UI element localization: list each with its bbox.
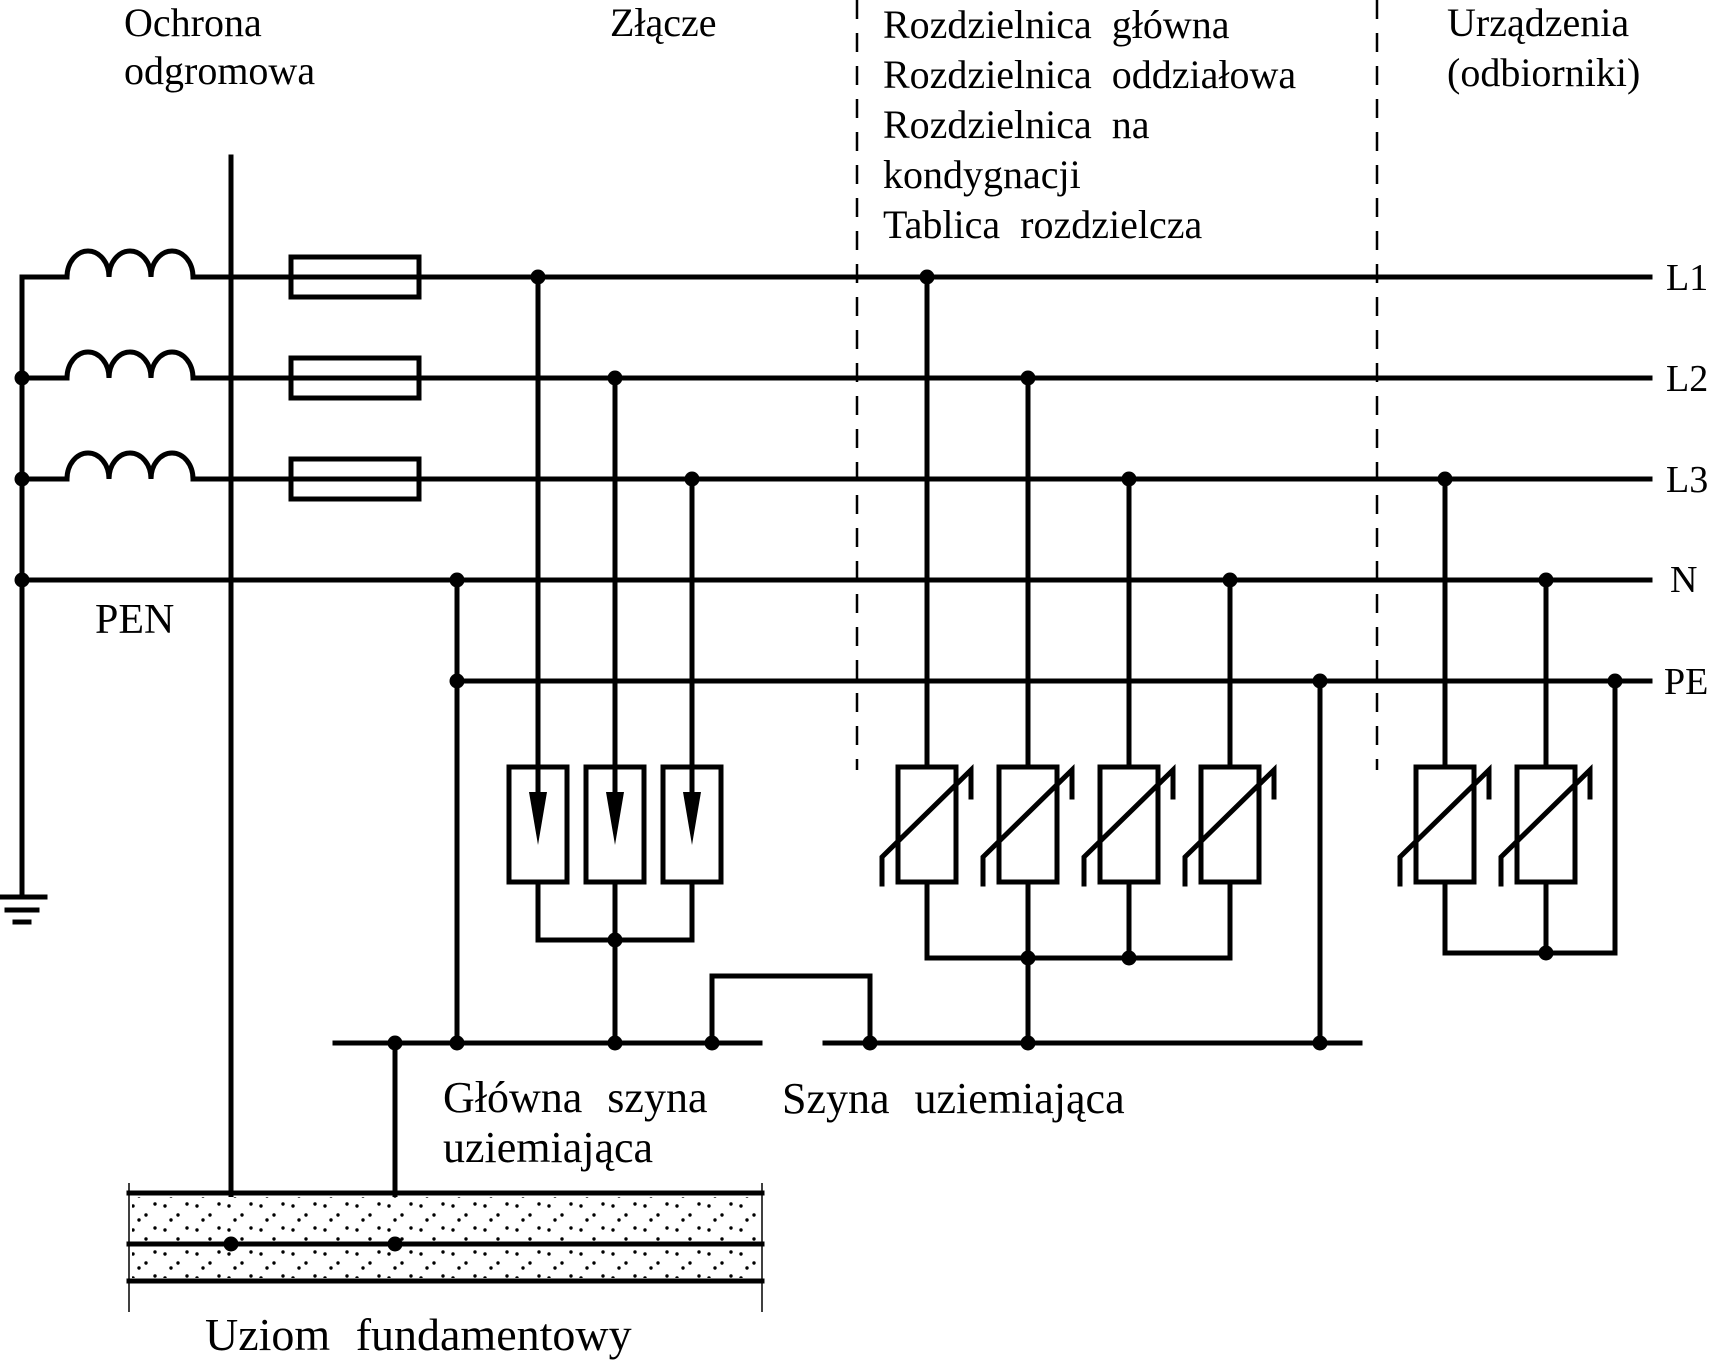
busbar-bridge-link — [709, 973, 873, 1046]
varistor-arrester-nb-icon — [1501, 767, 1590, 884]
junction-dot — [1121, 471, 1137, 487]
varistor-arrester-n-icon — [1185, 767, 1274, 884]
spd-group-devices — [1317, 476, 1618, 1046]
spd3-earth-wires — [1442, 678, 1618, 956]
label-main-earthing-bus-line2: uziemiająca — [443, 1123, 653, 1172]
label-l2: L2 — [1666, 358, 1708, 400]
bus-wires — [19, 274, 1653, 684]
label-pen: PEN — [95, 597, 174, 643]
heading-distribution-line5: Tablica rozdzielcza — [883, 202, 1202, 247]
junction-dot — [862, 1035, 878, 1051]
label-earthing-bus: Szyna uziemiająca — [782, 1074, 1125, 1123]
spark-gap-arrester-l1-icon — [509, 767, 567, 882]
junction-dot — [1312, 673, 1328, 689]
junction-dot — [1020, 370, 1036, 386]
spd-group-entrance — [509, 274, 721, 1046]
junction-dot — [14, 370, 30, 386]
junction-dot — [530, 269, 546, 285]
heading-distribution-line3: Rozdzielnica na — [883, 102, 1150, 147]
label-l3: L3 — [1666, 459, 1708, 501]
junction-dot — [1607, 673, 1623, 689]
junction-dot — [1538, 572, 1554, 588]
zone-separators — [855, 0, 1379, 770]
heading-lightning-line1: Ochrona — [124, 0, 262, 45]
earth-ground-icon — [0, 897, 45, 922]
junction-dot — [14, 471, 30, 487]
spd3-tap-wires — [1442, 476, 1549, 770]
junction-dot — [919, 269, 935, 285]
heading-distribution-line2: Rozdzielnica oddziałowa — [883, 52, 1296, 97]
junction-dot — [1312, 1035, 1328, 1051]
junction-dot — [223, 1236, 239, 1252]
label-pe: PE — [1664, 661, 1708, 703]
spd2-earth-wires — [924, 879, 1233, 1046]
inductor-l3-icon — [67, 453, 193, 479]
label-n: N — [1670, 559, 1697, 601]
spd1-earth-wires — [535, 879, 695, 1046]
junction-dot — [1020, 950, 1036, 966]
inductor-l1-icon — [67, 251, 193, 277]
junction-dot — [1538, 945, 1554, 961]
junction-dot — [607, 932, 623, 948]
heading-devices-line2: (odbiorniki) — [1447, 50, 1640, 95]
heading-lightning-line2: odgromowa — [124, 48, 315, 93]
inductor-l2-icon — [67, 352, 193, 378]
heading-distribution-line1: Rozdzielnica główna — [883, 2, 1230, 47]
varistor-arrester-l3-icon — [1084, 767, 1173, 884]
spark-gap-arrester-l3-icon — [663, 767, 721, 882]
junction-dot — [704, 1035, 720, 1051]
junction-dot — [1020, 1035, 1036, 1051]
heading-devices-line1: Urządzenia — [1447, 0, 1629, 45]
zone-headings: Ochrona odgromowa Złącze Rozdzielnica gł… — [124, 0, 1640, 247]
label-foundation-electrode: Uziom fundamentowy — [205, 1309, 632, 1360]
spd2-tap-wires — [924, 274, 1233, 770]
junction-dot — [14, 572, 30, 588]
foundation-hatch-upper — [132, 1197, 759, 1241]
junction-dot — [1121, 950, 1137, 966]
foundation-hatch-lower — [132, 1248, 759, 1278]
spd-group-distribution — [882, 274, 1274, 1046]
heading-distribution-line4: kondygnacji — [883, 152, 1081, 197]
conductor-labels: L1 L2 L3 N PE PEN — [95, 257, 1708, 703]
label-main-earthing-bus-line1: Główna szyna — [443, 1073, 708, 1122]
varistor-arrester-l1-icon — [882, 767, 971, 884]
junction-dot — [1222, 572, 1238, 588]
varistor-arrester-l3b-icon — [1400, 767, 1489, 884]
foundation-electrode — [126, 1183, 765, 1312]
junction-dot — [449, 572, 465, 588]
varistor-arrester-l2-icon — [983, 767, 1072, 884]
label-l1: L1 — [1666, 257, 1708, 299]
line-inductor-symbols — [67, 251, 193, 479]
spd1-tap-wires — [535, 274, 695, 770]
junction-dot — [387, 1236, 403, 1252]
spark-gap-arrester-l2-icon — [586, 767, 644, 882]
junction-dot — [449, 673, 465, 689]
junction-dot — [684, 471, 700, 487]
junction-dot — [607, 1035, 623, 1051]
earthing-labels: Główna szyna uziemiająca Szyna uziemiają… — [205, 1073, 1125, 1360]
heading-service-entrance: Złącze — [610, 0, 717, 45]
junction-dot — [387, 1035, 403, 1051]
junction-dot — [1437, 471, 1453, 487]
junction-dot — [449, 1035, 465, 1051]
junction-dot — [607, 370, 623, 386]
